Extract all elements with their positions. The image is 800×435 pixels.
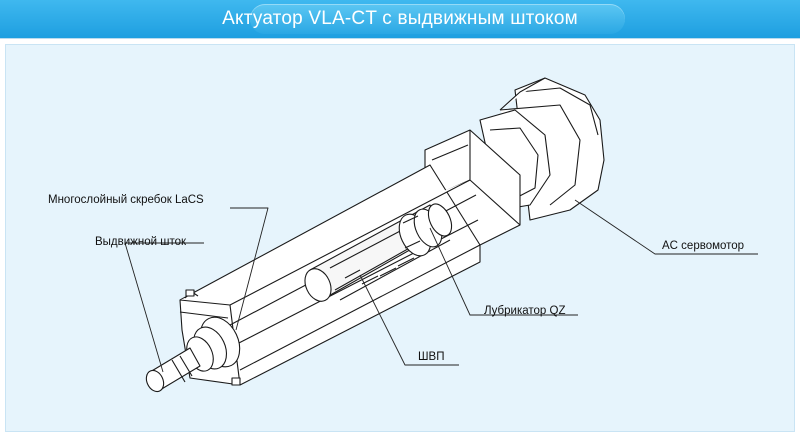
extension-rod bbox=[145, 347, 201, 393]
label-lubricator: Лубрикатор QZ bbox=[484, 305, 566, 317]
label-rod: Выдвижной шток bbox=[95, 236, 187, 248]
page-title: Актуатор VLA-CT с выдвижным штоком bbox=[222, 8, 578, 29]
title-pill bbox=[250, 4, 625, 34]
leader-lines bbox=[124, 199, 758, 373]
label-servomotor: AC сервомотор bbox=[662, 240, 745, 252]
lubricator bbox=[398, 203, 453, 257]
front-scraper bbox=[186, 316, 241, 372]
title-bar: Актуатор VLA-CT с выдвижным штоком bbox=[0, 0, 800, 39]
label-scraper: Многослойный скребок LaCS bbox=[48, 194, 204, 206]
label-ballscrew: ШВП bbox=[418, 351, 445, 363]
